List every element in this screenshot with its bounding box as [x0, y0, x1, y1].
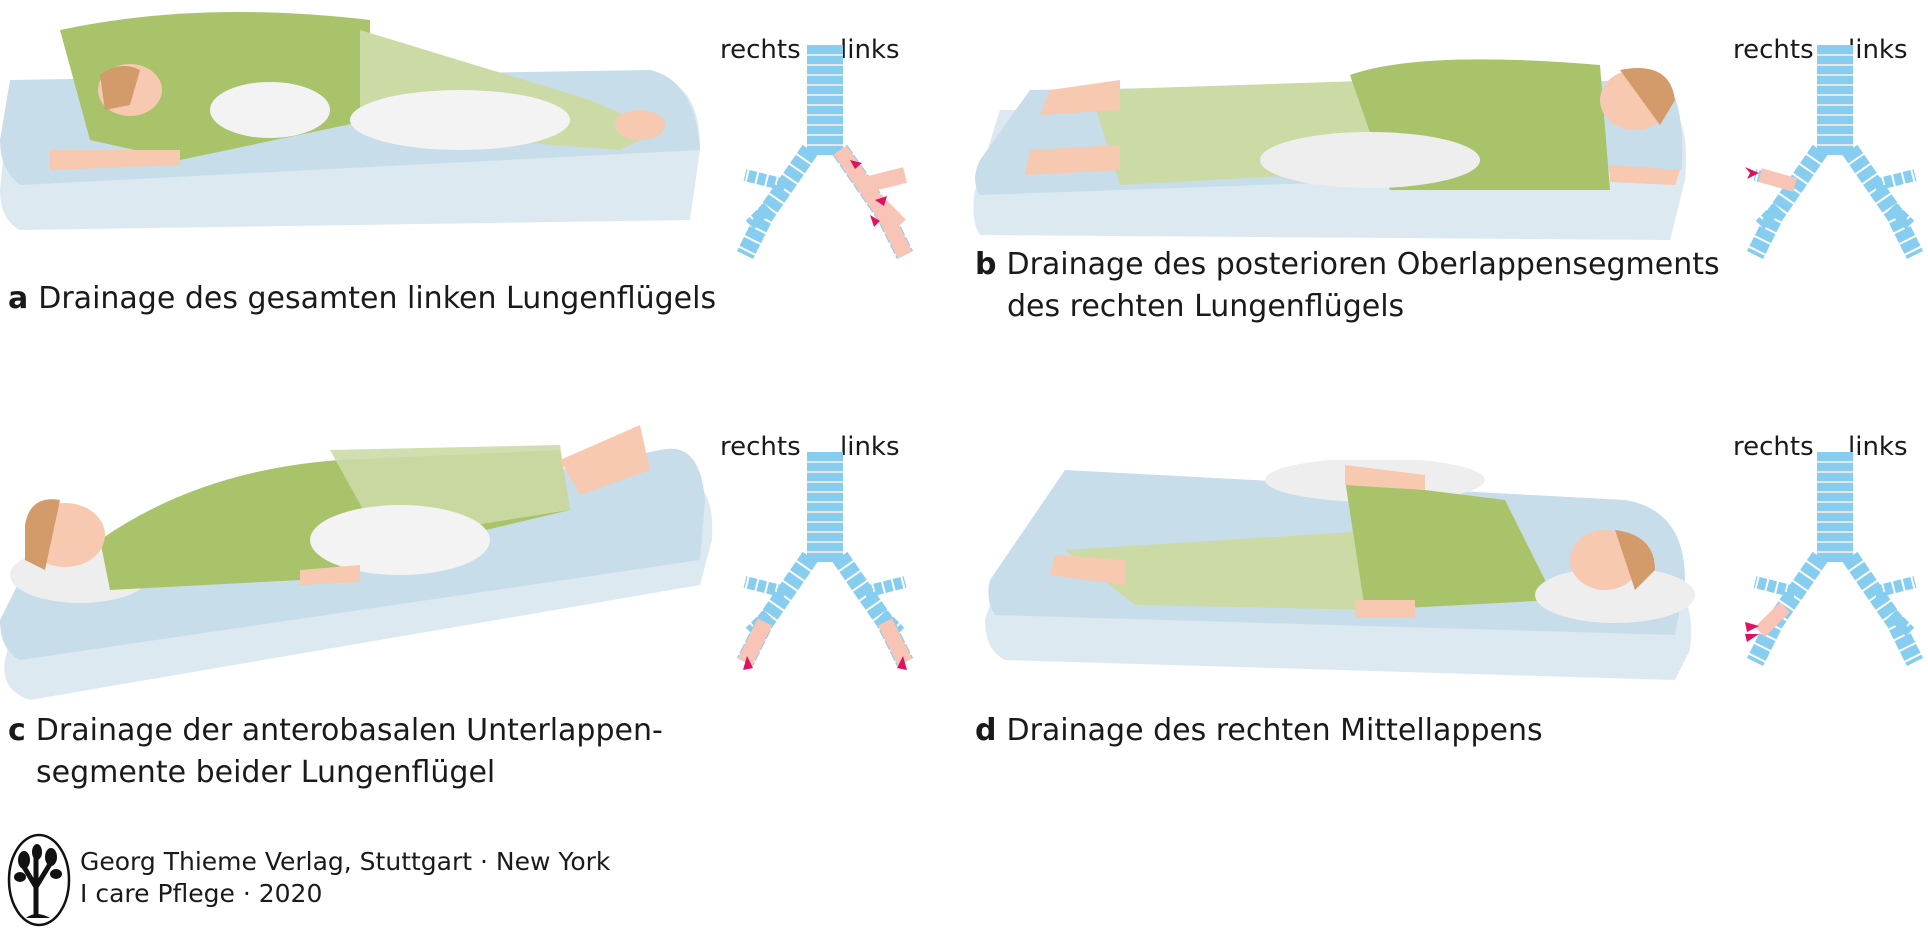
bronchi-diagram-a — [735, 45, 915, 265]
caption-text: Drainage des rechten Mittellappens — [1006, 713, 1543, 748]
caption-text-line2: segmente beider Lungenflügel — [36, 755, 496, 790]
patient-illustration-c — [0, 425, 713, 700]
publisher-text: Georg Thieme Verlag, Stuttgart · New Yor… — [80, 847, 611, 876]
panel-letter: c — [8, 713, 26, 748]
arrow-icon — [1745, 167, 1759, 179]
label-right-a: rechts — [720, 35, 801, 65]
caption-c: c Drainage der anterobasalen Unterlappen-… — [8, 710, 663, 794]
label-left-d: links — [1848, 432, 1908, 462]
panel-letter: a — [8, 281, 29, 316]
caption-b: b Drainage des posterioren Oberlappensegm… — [975, 244, 1720, 328]
caption-text-line2: des rechten Lungenflügels — [1007, 289, 1405, 324]
label-right-b: rechts — [1733, 35, 1814, 65]
label-left-c: links — [840, 432, 900, 462]
arrow-icon — [743, 656, 907, 670]
patient-illustration-d — [985, 460, 1695, 680]
tree-logo-icon — [7, 833, 71, 927]
label-left-b: links — [1848, 35, 1908, 65]
panel-c: rechts links c Drainage der anterobasalen… — [0, 410, 960, 810]
patient-illustration-a — [0, 12, 700, 230]
book-text: I care Pflege · 2020 — [80, 879, 323, 908]
label-left-a: links — [840, 35, 900, 65]
panel-letter: b — [975, 247, 997, 282]
panel-a: rechts links a Drainage des gesamten link… — [0, 0, 960, 400]
panel-b: rechts links b Drainage des posterioren O… — [960, 0, 1928, 400]
panel-d: rechts links d Drainage des rechten Mitte… — [960, 410, 1928, 810]
panel-letter: d — [975, 713, 997, 748]
bronchi-diagram-b — [1745, 45, 1925, 265]
caption-a: a Drainage des gesamten linken Lungenflüg… — [8, 278, 716, 320]
arrow-icon — [1745, 622, 1759, 642]
arrow-icon — [850, 160, 887, 227]
caption-text: Drainage der anterobasalen Unterlappen- — [35, 713, 663, 748]
patient-illustration-b — [973, 59, 1686, 240]
bronchi-diagram-c — [735, 452, 915, 672]
label-right-d: rechts — [1733, 432, 1814, 462]
caption-text: Drainage des posterioren Oberlappensegme… — [1006, 247, 1720, 282]
caption-d: d Drainage des rechten Mittellappens — [975, 710, 1543, 752]
label-right-c: rechts — [720, 432, 801, 462]
caption-text: Drainage des gesamten linken Lungenflüge… — [38, 281, 717, 316]
bronchi-diagram-d — [1745, 452, 1925, 672]
